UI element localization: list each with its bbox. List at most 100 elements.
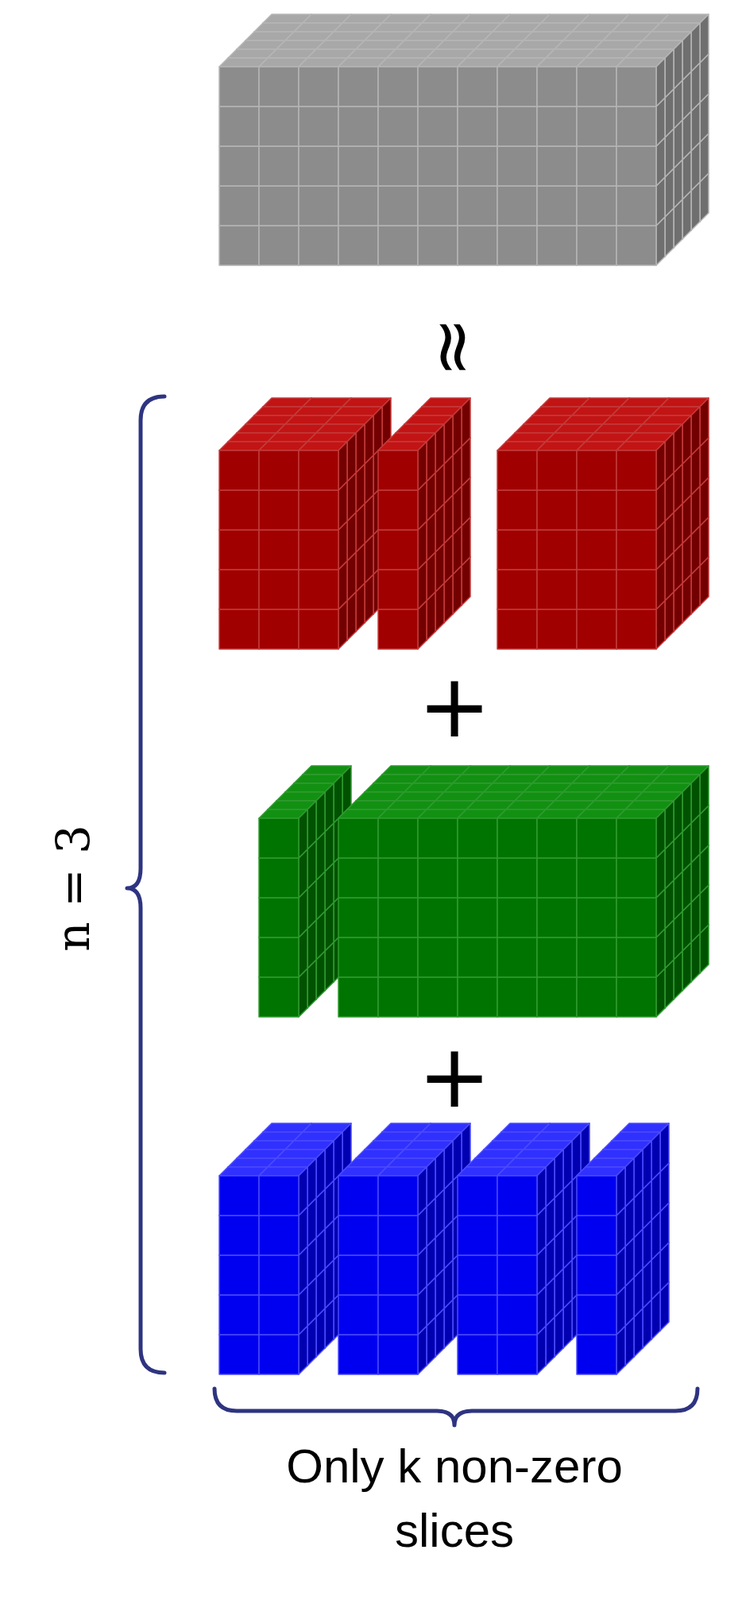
cube-front	[298, 609, 339, 650]
cube-front	[338, 66, 379, 107]
cube-front	[537, 185, 577, 226]
cube-front	[417, 146, 458, 186]
cube-side	[435, 424, 445, 473]
cube-side	[444, 415, 453, 464]
cube-front	[298, 146, 339, 186]
cube-front	[576, 529, 617, 570]
cube-front	[258, 450, 299, 491]
cube-side	[656, 441, 665, 491]
cube-front	[616, 225, 657, 266]
cube-front	[457, 106, 498, 147]
cube-front	[616, 66, 657, 107]
cube-front	[258, 569, 299, 610]
cube-front	[298, 185, 339, 226]
cube-front	[298, 490, 339, 530]
cube-front	[497, 529, 538, 570]
cube-front	[616, 609, 657, 650]
cube-front	[219, 569, 259, 610]
cube-front	[497, 490, 538, 530]
cube-front	[497, 225, 538, 266]
cube-side	[699, 398, 709, 447]
cube-front	[378, 569, 418, 610]
cube-front	[219, 450, 259, 491]
cube-side	[452, 406, 462, 456]
cube-front	[537, 490, 577, 530]
cube-front	[378, 225, 418, 266]
cube-front	[457, 146, 498, 186]
cube-front	[616, 146, 657, 186]
cube-front	[497, 609, 538, 650]
cube-front	[338, 225, 379, 266]
cube-front	[537, 66, 577, 107]
cube-front	[219, 66, 259, 107]
cube-front	[298, 106, 339, 147]
cube-front	[298, 529, 339, 570]
cube-side	[338, 441, 348, 491]
cube-front	[219, 609, 259, 650]
cube-front	[258, 529, 299, 570]
cube-front	[378, 450, 418, 491]
cube-side	[682, 31, 692, 81]
cube-front	[576, 66, 617, 107]
cube-front	[417, 66, 458, 107]
cube-front	[258, 609, 299, 650]
cube-front	[576, 106, 617, 147]
cube-front	[576, 609, 617, 650]
cube-side	[691, 774, 700, 824]
cube-side	[417, 441, 427, 491]
cube-side	[656, 57, 665, 107]
cube-front	[616, 490, 657, 530]
cube-front	[378, 146, 418, 186]
cube-front	[537, 569, 577, 610]
cube-front	[497, 450, 538, 491]
cube-front	[537, 450, 577, 491]
cube-front	[616, 569, 657, 610]
cube-side	[461, 398, 471, 447]
cube-front	[457, 66, 498, 107]
cube-front	[258, 225, 299, 266]
cube-front	[258, 106, 299, 147]
cube-front	[417, 106, 458, 147]
cube-side	[691, 23, 700, 72]
cube-front	[457, 225, 498, 266]
cube-front	[497, 66, 538, 107]
cube-front	[298, 450, 339, 491]
cube-front	[258, 490, 299, 530]
cube-front	[537, 106, 577, 147]
cube-front	[378, 529, 418, 570]
cube-front	[576, 146, 617, 186]
cube-side	[673, 40, 683, 89]
cube-front	[338, 185, 379, 226]
cube-front	[258, 185, 299, 226]
cube-front	[616, 106, 657, 147]
cube-front	[219, 529, 259, 570]
cube-front	[497, 146, 538, 186]
cube-front	[298, 66, 339, 107]
cube-front	[417, 185, 458, 226]
cube-front	[537, 609, 577, 650]
cube-front	[616, 529, 657, 570]
cube-front	[378, 106, 418, 147]
cube-front	[338, 106, 379, 147]
cube-front	[576, 225, 617, 266]
cube-side	[664, 432, 674, 482]
cube-front	[258, 146, 299, 186]
cube-front	[497, 569, 538, 610]
cube-front	[497, 106, 538, 147]
cube-front	[576, 490, 617, 530]
cube-front	[537, 225, 577, 266]
cube-front	[219, 185, 259, 226]
cube-front	[576, 450, 617, 491]
cube-front	[338, 146, 379, 186]
cube-front	[378, 185, 418, 226]
cube-front	[417, 225, 458, 266]
cube-front	[537, 146, 577, 186]
tensor-group	[219, 14, 709, 1375]
cube-front	[378, 609, 418, 650]
cube-front	[616, 185, 657, 226]
cube-side	[664, 49, 674, 98]
cube-front	[219, 146, 259, 186]
cube-front	[298, 225, 339, 266]
cube-side	[347, 432, 356, 482]
